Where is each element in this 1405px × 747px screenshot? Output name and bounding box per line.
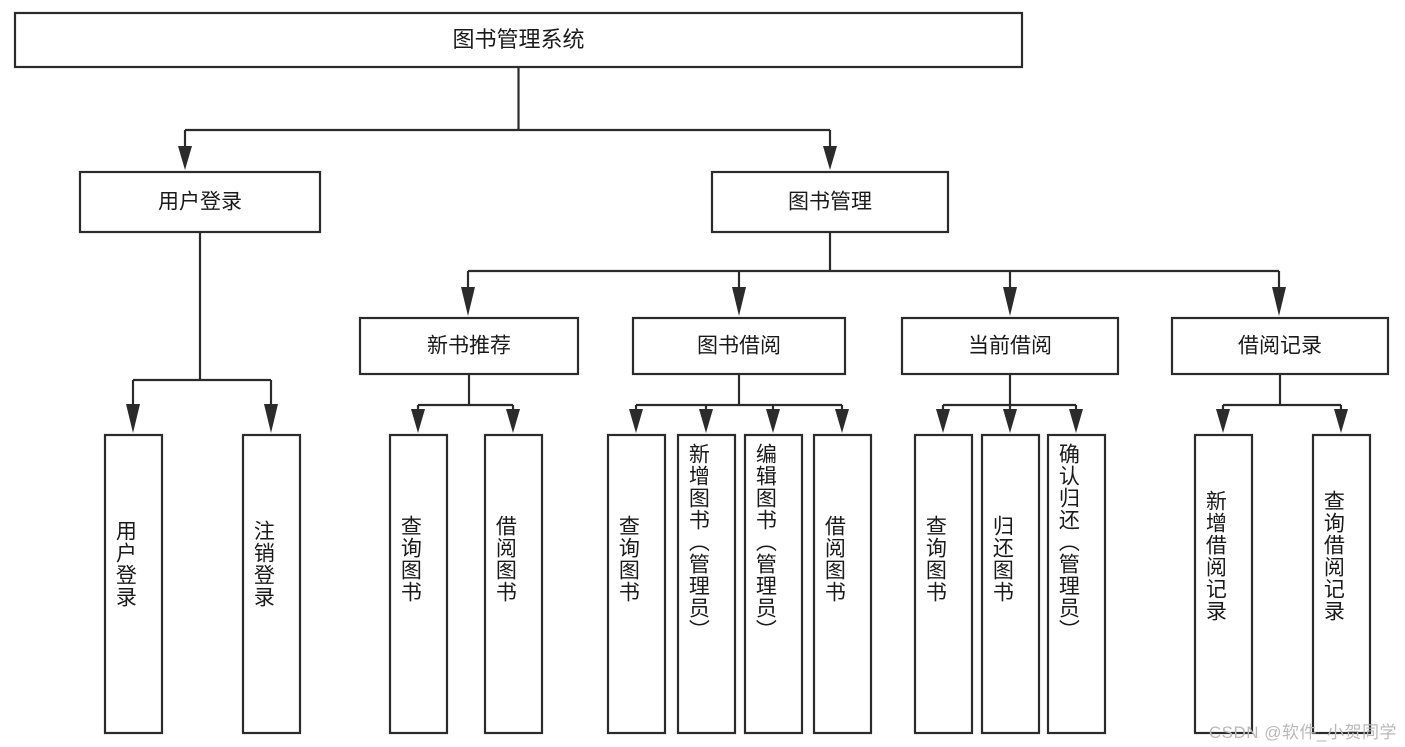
leaf-box-query-book-borrow[interactable] — [606, 433, 667, 735]
node-current-borrow-box — [900, 316, 1120, 376]
leaf-box-borrow-book-new[interactable] — [483, 433, 544, 735]
node-user-login-label: 用户登录 — [158, 191, 242, 214]
leaf-box-borrow-book[interactable] — [812, 433, 873, 735]
leaf-box-query-book-new[interactable] — [388, 433, 449, 735]
node-current-borrow-label: 当前借阅 — [968, 335, 1052, 358]
connector-bookmgmt-to-level3 — [461, 232, 1286, 316]
connector-borrowrecord-to-leaves — [1216, 374, 1348, 433]
leaf-box-logout[interactable] — [241, 433, 302, 735]
leaf-box-return-book[interactable] — [980, 433, 1041, 735]
node-user-login-box — [78, 170, 322, 234]
leaf-box-add-book-admin[interactable] — [676, 433, 737, 735]
connector-root-to-level2 — [178, 67, 837, 170]
node-book-borrow[interactable]: 图书借阅 — [631, 316, 847, 376]
node-new-book-recommend-label: 新书推荐 — [427, 335, 511, 358]
connector-bookborrow-to-leaves — [629, 374, 849, 433]
leaf-box-add-borrow-record[interactable] — [1193, 433, 1254, 735]
node-new-book-recommend[interactable]: 新书推荐 — [358, 316, 580, 376]
leaf-boxes — [103, 433, 1372, 735]
connector-newbook-to-leaves — [411, 374, 520, 433]
leaf-box-edit-book-admin[interactable] — [743, 433, 804, 735]
node-current-borrow[interactable]: 当前借阅 — [900, 316, 1120, 376]
node-book-management[interactable]: 图书管理 — [710, 170, 950, 234]
leaf-box-user-login[interactable] — [103, 433, 164, 735]
node-borrow-record-label: 借阅记录 — [1238, 335, 1322, 358]
node-root[interactable]: 图书管理系统 — [13, 11, 1024, 69]
csdn-watermark: CSDN @软件_小贺同学 — [1208, 723, 1397, 742]
node-user-login[interactable]: 用户登录 — [78, 170, 322, 234]
leaf-box-query-borrow-record[interactable] — [1311, 433, 1372, 735]
leaf-box-query-book-current[interactable] — [913, 433, 974, 735]
node-borrow-record[interactable]: 借阅记录 — [1170, 316, 1390, 376]
node-root-box — [13, 11, 1024, 69]
node-new-book-recommend-box — [358, 316, 580, 376]
node-book-borrow-label: 图书借阅 — [697, 335, 781, 358]
connector-userlogin-to-leaves — [126, 232, 278, 433]
connector-currentborrow-to-leaves — [936, 374, 1083, 433]
node-book-management-label: 图书管理 — [788, 191, 872, 214]
node-root-label: 图书管理系统 — [452, 27, 584, 52]
leaf-box-confirm-return-admin[interactable] — [1046, 433, 1107, 735]
